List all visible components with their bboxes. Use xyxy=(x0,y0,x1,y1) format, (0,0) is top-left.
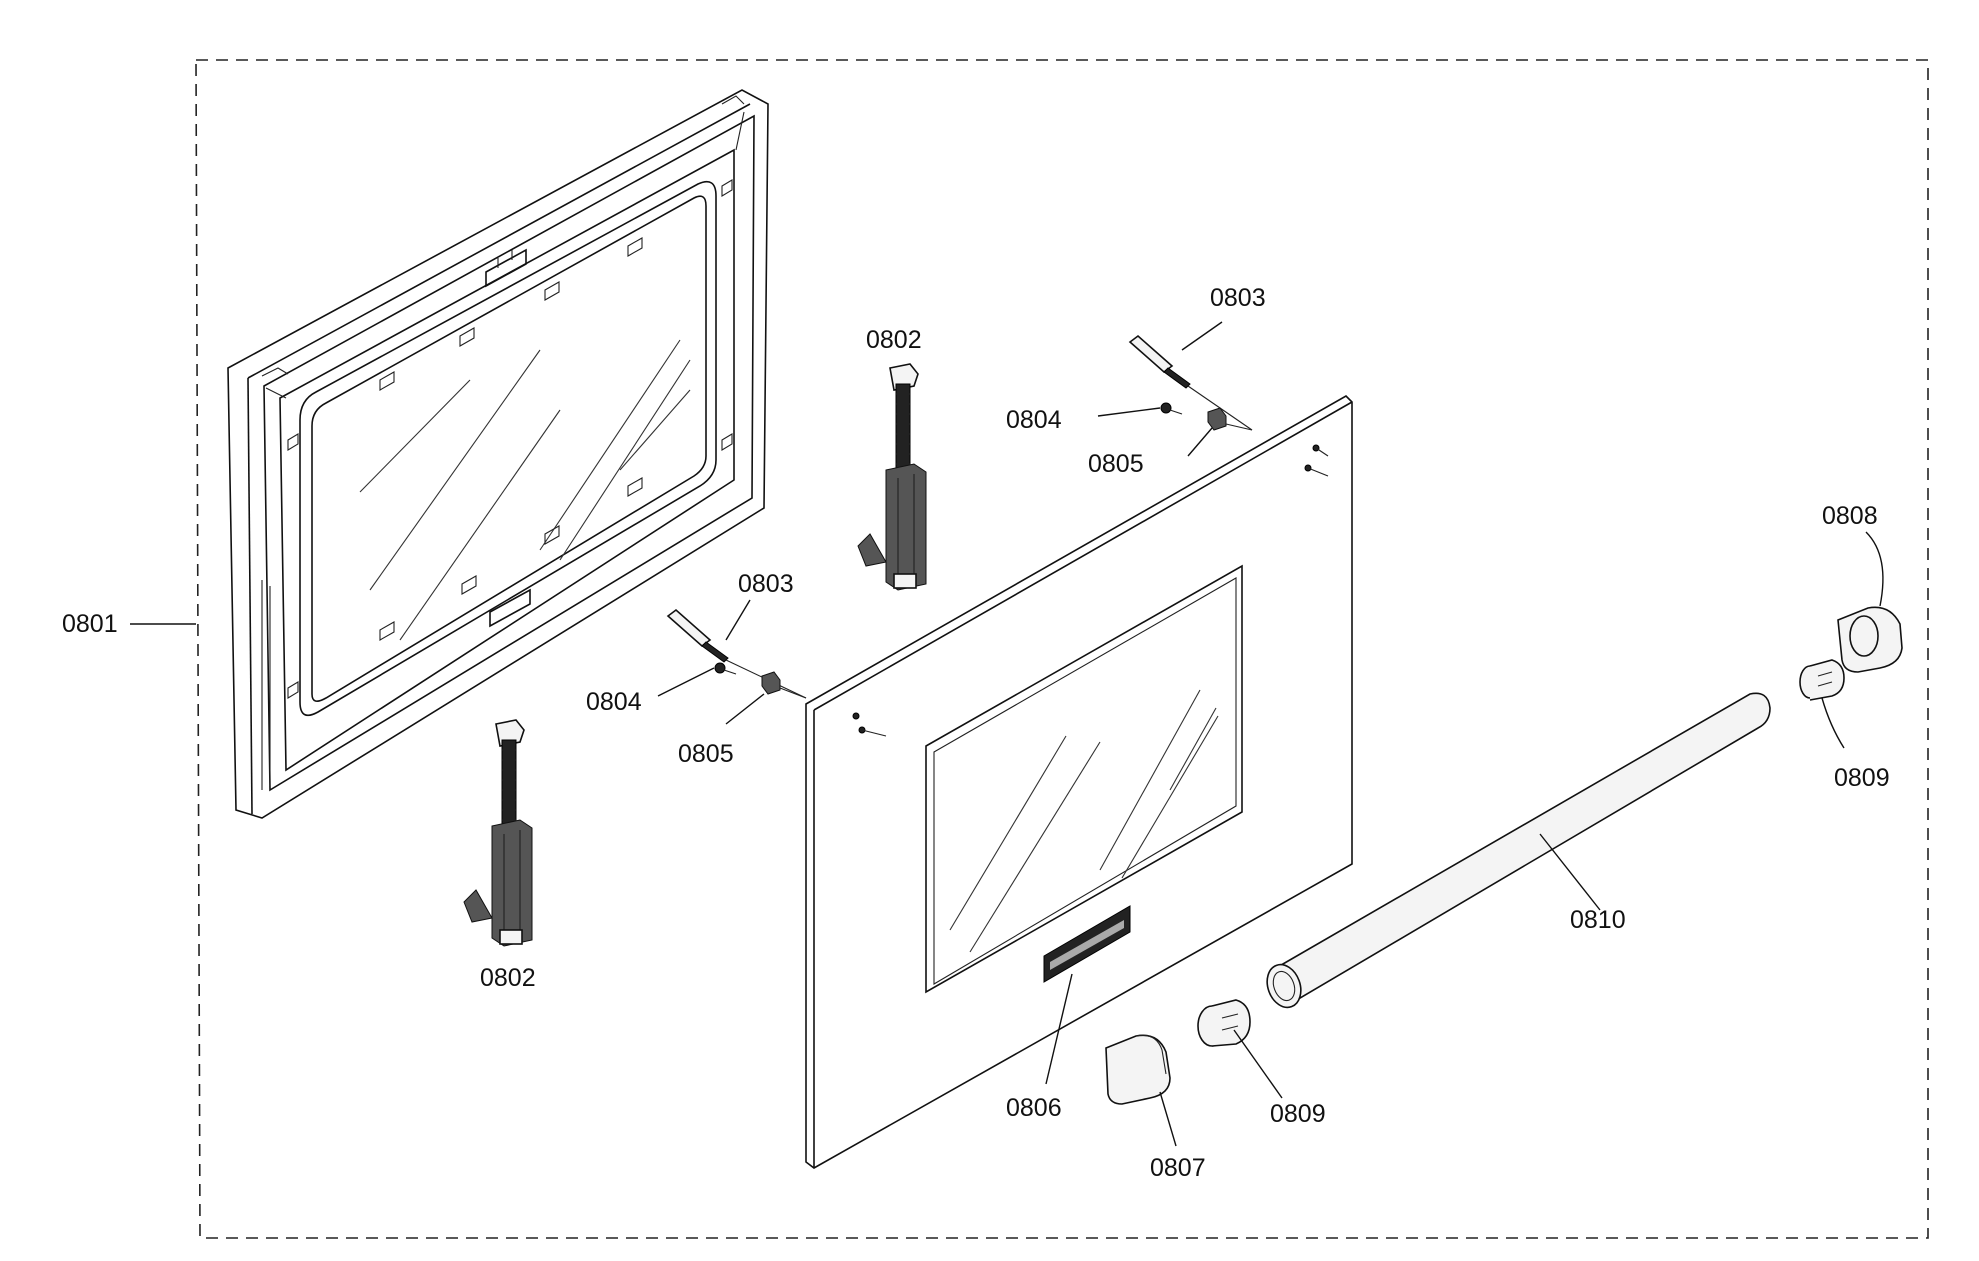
label-0806: 0806 xyxy=(1006,1094,1062,1122)
screw-0804-upper xyxy=(1160,402,1183,415)
leader-0806 xyxy=(1045,973,1073,1085)
assembly-boundary xyxy=(195,59,1929,1239)
screw-0804-lower xyxy=(714,662,737,675)
hinge-0802-upper xyxy=(857,363,927,591)
part-labels: 0801 0802 0802 0803 0803 0804 0804 0805 … xyxy=(62,284,1890,1182)
label-0803-lower: 0803 xyxy=(738,570,794,598)
label-0803-upper: 0803 xyxy=(1210,284,1266,312)
label-0804-lower: 0804 xyxy=(586,688,642,716)
label-0805-lower: 0805 xyxy=(678,740,734,768)
leader-0809-upper xyxy=(1821,697,1845,749)
handle-bar-0810 xyxy=(1266,692,1771,1009)
clip-0805-upper xyxy=(1207,407,1253,431)
label-0807: 0807 xyxy=(1150,1154,1206,1182)
leader-0803-lower xyxy=(725,599,751,641)
badge-0806 xyxy=(1043,905,1131,983)
leader-0807 xyxy=(1159,1091,1177,1147)
handle-mount-0809-upper xyxy=(1799,659,1845,701)
label-0805-upper: 0805 xyxy=(1088,450,1144,478)
leader-0805-lower xyxy=(725,693,765,725)
clip-0805-lower xyxy=(761,671,807,699)
leader-lines xyxy=(130,321,1884,1147)
end-cap-0808 xyxy=(1837,606,1903,673)
leader-0810 xyxy=(1539,833,1601,911)
leader-0805-upper xyxy=(1187,427,1213,457)
inner-door-frame-0801 xyxy=(227,89,769,819)
leader-0809-lower xyxy=(1233,1029,1283,1099)
label-0809-lower: 0809 xyxy=(1270,1100,1326,1128)
end-cap-0807 xyxy=(1105,1034,1171,1105)
label-0809-upper: 0809 xyxy=(1834,764,1890,792)
leader-0804-lower xyxy=(657,667,715,697)
label-0808: 0808 xyxy=(1822,502,1878,530)
label-0802-lower: 0802 xyxy=(480,964,536,992)
handle-mount-0809-lower xyxy=(1197,999,1251,1047)
hinge-0802-lower xyxy=(463,719,533,947)
leader-0804-upper xyxy=(1097,407,1161,417)
label-0810: 0810 xyxy=(1570,906,1626,934)
outer-door-panel xyxy=(805,395,1353,1169)
leader-0803-upper xyxy=(1181,321,1223,351)
label-0801: 0801 xyxy=(62,610,118,638)
label-0802-upper: 0802 xyxy=(866,326,922,354)
leader-0808 xyxy=(1865,531,1884,607)
label-0804-upper: 0804 xyxy=(1006,406,1062,434)
pin-0803-lower xyxy=(666,608,807,699)
pin-0803-upper xyxy=(1128,334,1253,431)
